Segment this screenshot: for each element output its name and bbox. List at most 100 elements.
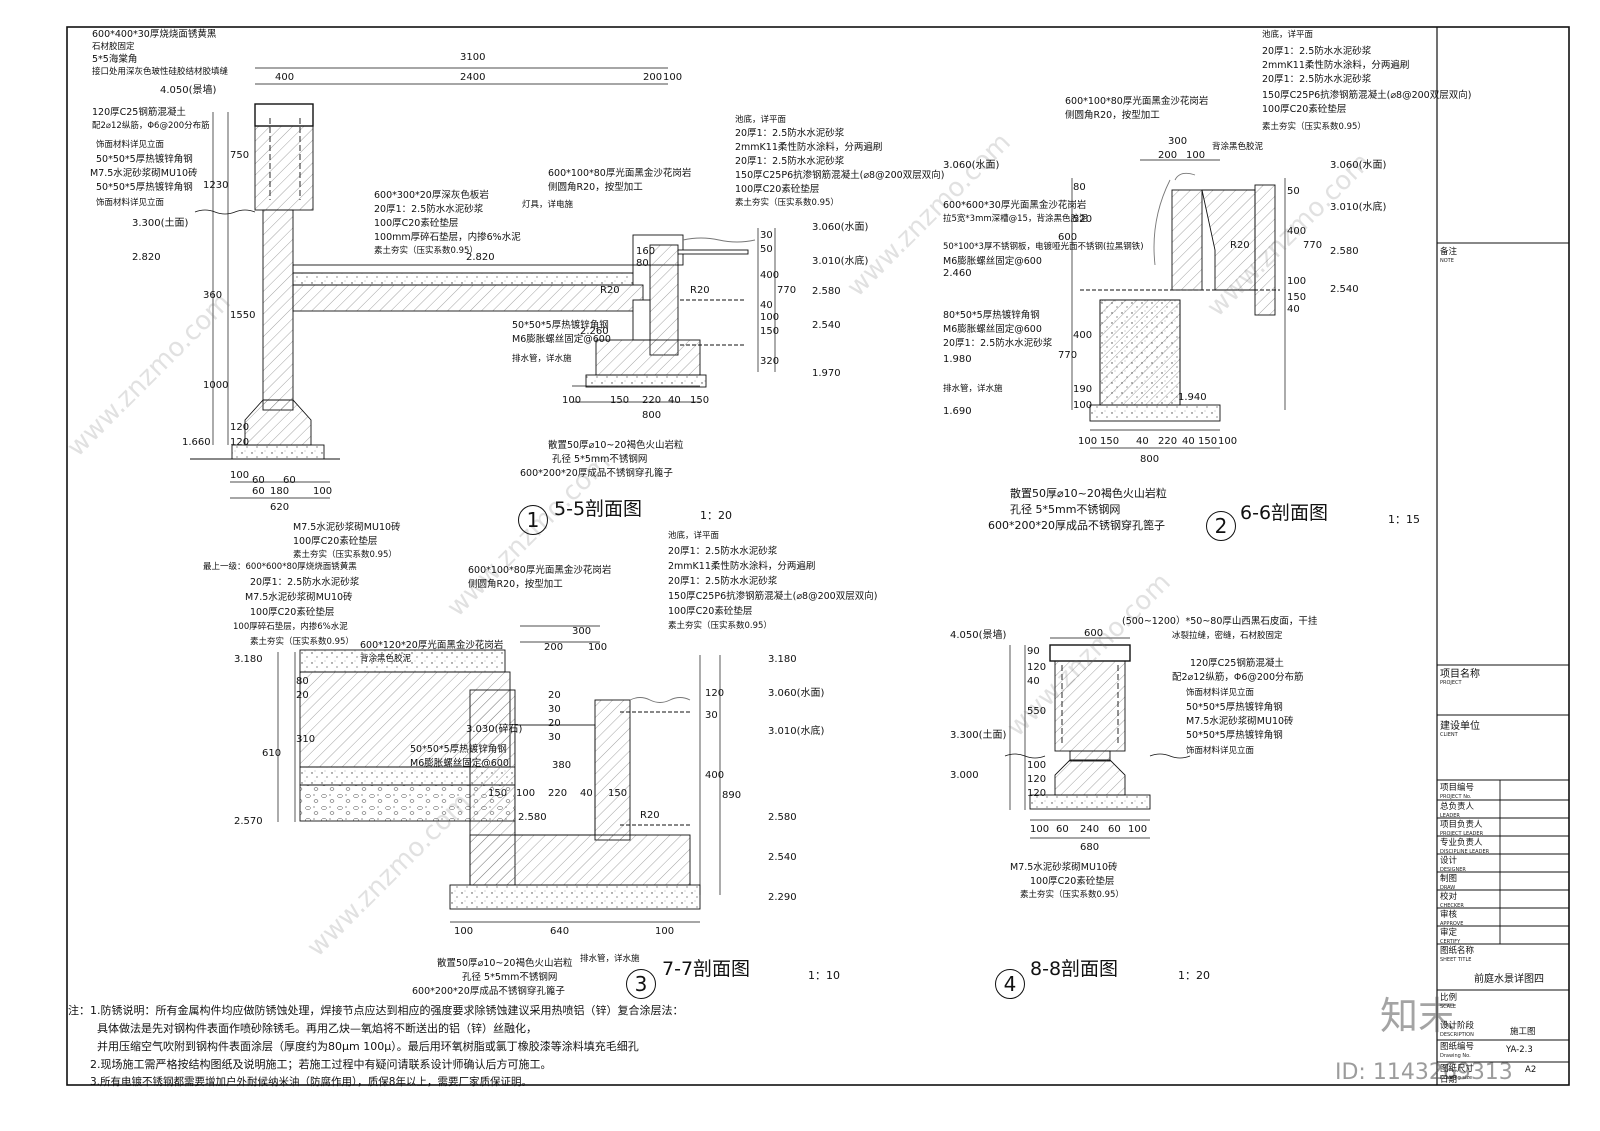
dimension: 400 [705, 770, 725, 781]
label: 素土夯实（压实系数0.95） [374, 246, 478, 256]
dimension: 100 [516, 788, 536, 799]
section-scale: 1：10 [808, 969, 840, 982]
dimension: 800 [642, 410, 662, 421]
sheet-border [66, 26, 1570, 1086]
dimension: 100 [1030, 824, 1050, 835]
label: M7.5水泥砂浆砌MU10砖 [293, 522, 401, 533]
label: 20厚1：2.5防水水泥砂浆 [735, 156, 845, 167]
elevation: 3.180 [234, 654, 263, 665]
dimension: 770 [777, 285, 797, 296]
dimension: 40 [1136, 436, 1149, 447]
dimension: 800 [1140, 454, 1160, 465]
dimension: 40 [668, 395, 681, 406]
dimension: 200 [544, 642, 564, 653]
section-scale: 1：15 [1388, 513, 1420, 526]
section-title: 5-5剖面图 [554, 498, 643, 520]
label: 50*50*5厚热镀锌角钢 [1186, 702, 1283, 713]
tb-drawing-no-value: YA-2.3 [1506, 1045, 1533, 1055]
elevation: 1.940 [1178, 392, 1207, 403]
label: 散置50厚⌀10~20褐色火山岩粒 [437, 958, 573, 969]
label: 20厚1：2.5防水水泥砂浆 [668, 546, 778, 557]
label: 配2⌀12纵筋，Φ6@200分布筋 [92, 121, 210, 131]
elevation: 2.260 [580, 326, 609, 337]
section-6-6-dims [1071, 159, 1286, 449]
label: 灯具，详电施 [522, 200, 574, 210]
label: 接口处用深灰色玻性硅胶结材胶填缝 [92, 67, 229, 77]
label: 600*100*80厚光面黑金沙花岗岩 [548, 168, 692, 179]
section-title: 6-6剖面图 [1240, 502, 1329, 524]
label: 20厚1：2.5防水水泥砂浆 [1262, 74, 1372, 85]
label: 侧圆角R20，按型加工 [548, 182, 643, 193]
elevation: 3.030(碎石) [466, 724, 523, 735]
elevation: 2.580 [768, 812, 797, 823]
dimension: 150 [1198, 436, 1218, 447]
label: M6膨胀螺丝固定@600 [512, 334, 611, 345]
label: M7.5水泥砂浆砌MU10砖 [1186, 716, 1294, 727]
dimension: 20 [548, 690, 561, 701]
label: 600*100*80厚光面黑金沙花岗岩 [468, 565, 612, 576]
label: 100厚C20素砼垫层 [668, 606, 753, 617]
dimension: 100 [1287, 276, 1307, 287]
section-scale: 1：20 [1178, 969, 1210, 982]
dimension: 80 [1073, 182, 1086, 193]
label: 池底，详平面 [1262, 30, 1314, 40]
watermark-id: ID: 1143269313 [1335, 1060, 1513, 1085]
label: 100厚C20素砼垫层 [1030, 876, 1115, 887]
label: 20厚1：2.5防水水泥砂浆 [374, 204, 484, 215]
dimension: 640 [550, 926, 570, 937]
label: M6膨胀螺丝固定@600 [943, 324, 1042, 335]
section-title: 8-8剖面图 [1030, 958, 1119, 980]
section-number: 3 [626, 969, 656, 999]
label: 80*50*5厚热镀锌角钢 [943, 310, 1040, 321]
label: 排水管，详水施 [580, 954, 640, 964]
dimension: 890 [722, 790, 742, 801]
dimension: 300 [572, 626, 592, 637]
label: 素土夯实（压实系数0.95） [1020, 890, 1124, 900]
dimension: 2400 [460, 72, 486, 83]
dimension: 150 [608, 788, 628, 799]
dimension: 40 [1027, 676, 1040, 687]
dimension: 100 [230, 470, 250, 481]
label: 600*120*20厚光面黑金沙花岗岩 [360, 640, 504, 651]
section-number: 2 [1206, 511, 1236, 541]
dimension: 200 [1158, 150, 1178, 161]
dimension: 770 [1303, 240, 1323, 251]
label: 配2⌀12纵筋，Φ6@200分布筋 [1172, 672, 1304, 683]
label: 100厚C20素砼垫层 [293, 536, 378, 547]
dimension: 750 [230, 150, 250, 161]
dimension: 120 [230, 437, 250, 448]
dimension: 120 [1027, 662, 1047, 673]
dimension: 80 [296, 676, 309, 687]
label: 孔径 5*5mm不锈钢网 [462, 972, 558, 983]
dimension: 100 [1186, 150, 1206, 161]
label: 孔径 5*5mm不锈钢网 [1010, 503, 1121, 516]
section-6-6-drawing [1080, 172, 1280, 422]
note-line: 2.现场施工需严格按结构图纸及说明施工；若施工过程中有疑问请联系设计师确认后方可… [90, 1058, 552, 1071]
label: 池底，详平面 [668, 531, 720, 541]
label: 拉5宽*3mm深槽@15，背涂黑色胶泥 [943, 214, 1088, 224]
dimension: 50 [760, 244, 773, 255]
section-7-7-drawing [299, 649, 701, 910]
elevation: 3.060(水面) [943, 160, 1000, 171]
label: 600*400*30厚烧烧面锈黄黑 [92, 29, 217, 40]
label: 素土夯实（压实系数0.95） [250, 637, 354, 647]
elevation: 3.010(水底) [812, 256, 869, 267]
dimension: 100 [1218, 436, 1238, 447]
label: 100厚碎石垫层，内掺6%水泥 [233, 622, 348, 632]
elevation: 2.540 [1330, 284, 1359, 295]
tb-drawing-size-value: A2 [1525, 1065, 1537, 1075]
dimension: 40 [580, 788, 593, 799]
label: 50*50*5厚热镀锌角钢 [512, 320, 609, 331]
dimension: 150 [690, 395, 710, 406]
label: 2mmK11柔性防水涂料，分两遍刷 [668, 561, 816, 572]
label: 150厚C25P6抗渗钢筋混凝土(⌀8@200双层双向) [1262, 90, 1472, 101]
dimension: 100 [313, 486, 333, 497]
dimension: 150 [1287, 292, 1307, 303]
label: M6膨胀螺丝固定@600 [410, 758, 509, 769]
label: 饰面材料详见立面 [96, 198, 165, 208]
section-title: 7-7剖面图 [662, 958, 751, 980]
